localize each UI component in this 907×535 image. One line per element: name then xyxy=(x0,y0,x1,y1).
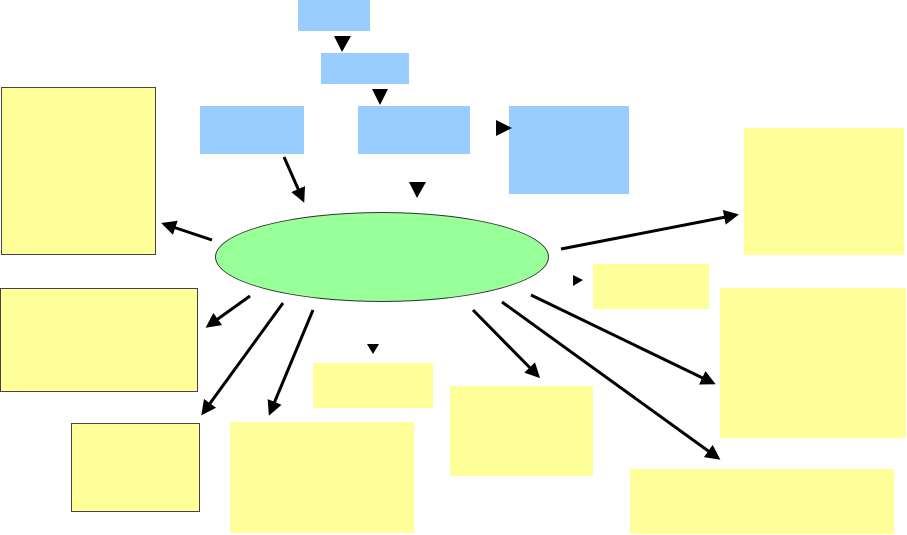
yellow-box-small-right xyxy=(593,264,709,309)
yellow-box-left-bottom xyxy=(71,423,200,512)
arrowhead-down-ellipse xyxy=(409,182,426,198)
yellow-box-left-middle xyxy=(0,288,198,392)
blue-box-second xyxy=(321,53,409,84)
arrowhead-down-second xyxy=(372,89,388,105)
arrow-to-yellow-bottom-center xyxy=(471,308,541,379)
blue-box-top xyxy=(298,0,370,31)
arrowhead-down-top xyxy=(334,36,351,52)
arrow-to-yellow-left-top xyxy=(161,220,213,242)
yellow-box-bottom-center xyxy=(450,386,593,476)
arrowhead-right-blue xyxy=(496,120,512,136)
yellow-box-right-middle xyxy=(720,288,906,438)
central-ellipse-node xyxy=(215,212,549,302)
yellow-box-small-center xyxy=(313,363,433,408)
blue-box-right xyxy=(509,106,629,194)
arrow-to-yellow-bottom-left-center xyxy=(267,309,315,416)
yellow-box-right-top xyxy=(744,128,904,255)
arrow-to-yellow-left-bottom xyxy=(201,302,285,416)
arrow-to-yellow-right-top xyxy=(560,209,739,251)
blue-box-left xyxy=(200,106,304,154)
yellow-box-bottom-left-center xyxy=(230,422,414,533)
arrow-to-yellow-right-middle xyxy=(530,293,716,385)
yellow-box-left-top xyxy=(1,87,156,255)
arrow-to-yellow-right-bottom xyxy=(501,300,721,460)
yellow-box-right-bottom xyxy=(630,469,894,534)
arrow-blue-left-to-ellipse xyxy=(282,156,306,203)
arrow-to-yellow-left-middle xyxy=(205,294,251,328)
blue-box-middle xyxy=(358,106,470,154)
arrowhead-right-small-right xyxy=(573,275,583,286)
arrowhead-down-small-center xyxy=(367,344,379,354)
